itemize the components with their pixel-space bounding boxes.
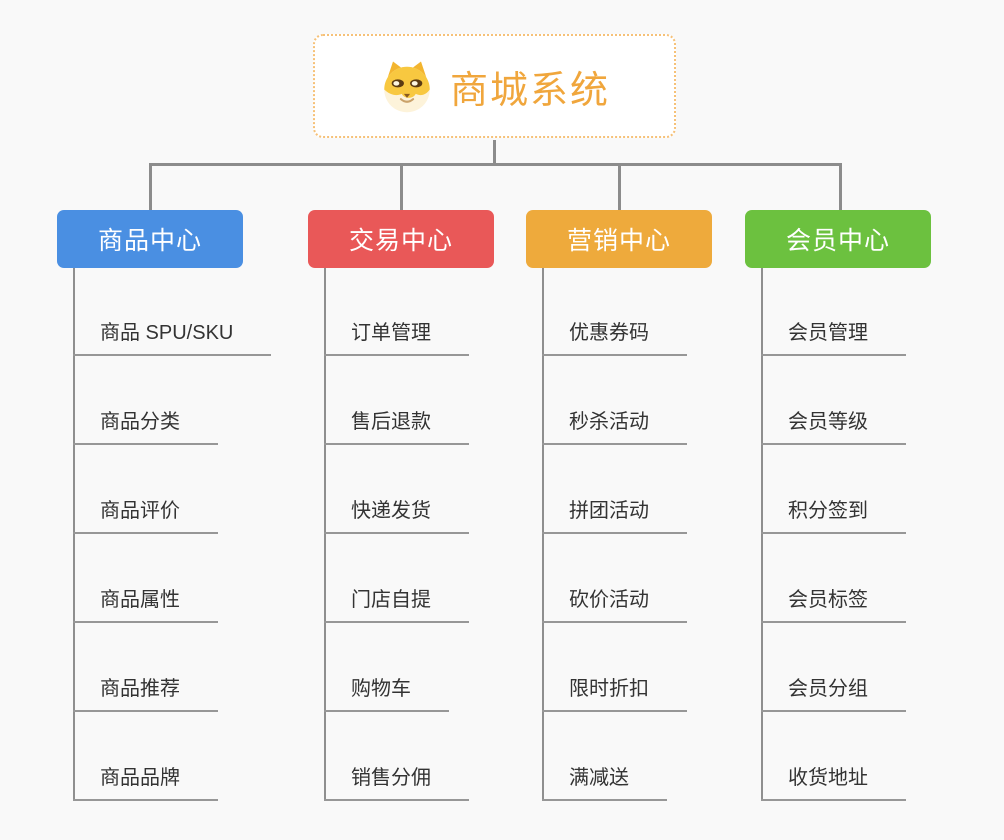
branch-label: 商品中心 (97, 227, 202, 255)
branch-header-trade[interactable]: 交易中心 (308, 210, 494, 268)
leaf-node[interactable]: 售后退款 (324, 410, 469, 445)
leaf-node[interactable]: 会员等级 (761, 410, 906, 445)
leaf-node[interactable]: 优惠券码 (542, 321, 687, 356)
branch-bus-line (149, 163, 842, 166)
leaf-node[interactable]: 会员标签 (761, 588, 906, 623)
leaf-node[interactable]: 商品推荐 (73, 677, 218, 712)
leaf-node[interactable]: 会员管理 (761, 321, 906, 356)
leaf-node[interactable]: 订单管理 (324, 321, 469, 356)
leaf-node[interactable]: 积分签到 (761, 499, 906, 534)
leaf-node[interactable]: 商品分类 (73, 410, 218, 445)
drop-line-member (839, 166, 842, 210)
leaf-node[interactable]: 满减送 (542, 766, 667, 801)
leaf-node[interactable]: 收货地址 (761, 766, 906, 801)
leaf-node[interactable]: 快递发货 (324, 499, 469, 534)
leaf-node[interactable]: 购物车 (324, 677, 449, 712)
leaf-node[interactable]: 商品品牌 (73, 766, 218, 801)
root-node[interactable]: 商城系统 (313, 34, 676, 138)
branch-header-member[interactable]: 会员中心 (745, 210, 931, 268)
root-title: 商城系统 (449, 69, 610, 112)
branch-label: 营销中心 (566, 227, 671, 255)
branch-header-products[interactable]: 商品中心 (57, 210, 243, 268)
leaf-node[interactable]: 限时折扣 (542, 677, 687, 712)
leaf-node[interactable]: 商品评价 (73, 499, 218, 534)
leaf-node[interactable]: 拼团活动 (542, 499, 687, 534)
drop-line-marketing (618, 166, 621, 210)
leaf-node[interactable]: 砍价活动 (542, 588, 687, 623)
leaf-node[interactable]: 商品 SPU/SKU (73, 321, 272, 356)
leaf-node[interactable]: 会员分组 (761, 677, 906, 712)
shiba-dog-icon (379, 58, 435, 114)
leaf-node[interactable]: 商品属性 (73, 588, 218, 623)
branch-label: 交易中心 (348, 227, 453, 255)
drop-line-trade (400, 166, 403, 210)
drop-line-products (149, 166, 152, 210)
branch-header-marketing[interactable]: 营销中心 (526, 210, 712, 268)
branch-label: 会员中心 (785, 227, 890, 255)
leaf-node[interactable]: 秒杀活动 (542, 410, 687, 445)
root-stem-line (493, 140, 496, 163)
leaf-node[interactable]: 销售分佣 (324, 766, 469, 801)
leaf-node[interactable]: 门店自提 (324, 588, 469, 623)
